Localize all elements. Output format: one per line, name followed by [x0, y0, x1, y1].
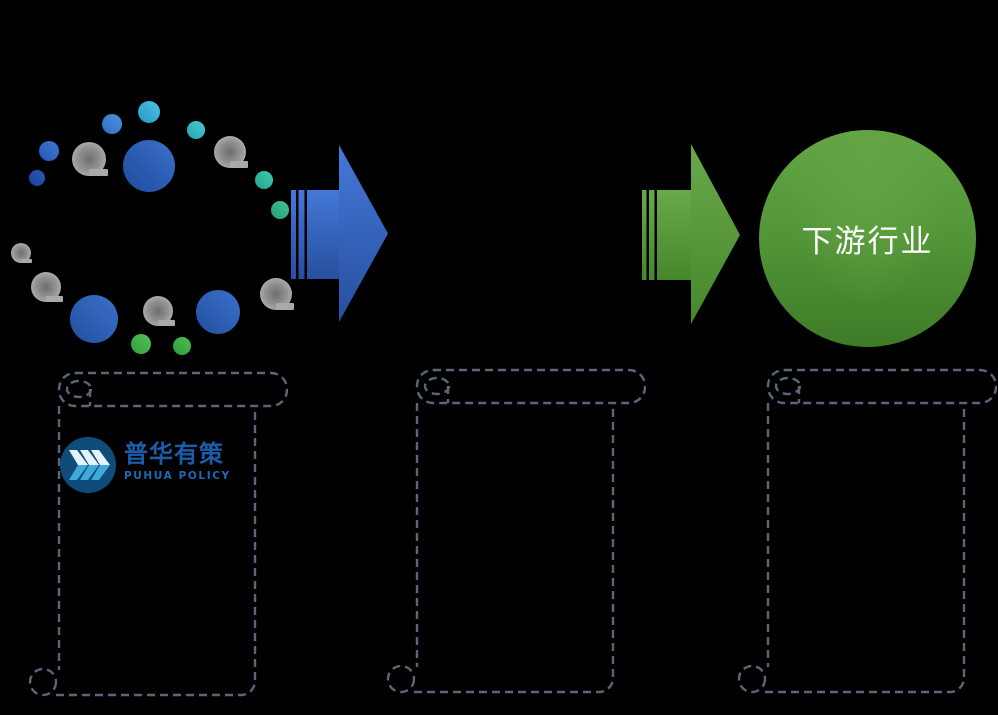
- speech-bubble-tail: [21, 258, 33, 263]
- speech-bubble-icon: [11, 243, 33, 263]
- bubble-circle: [123, 140, 175, 192]
- speech-bubble-icon: [260, 278, 294, 310]
- bubble-circle: [255, 171, 273, 189]
- bubble-circle: [196, 290, 240, 334]
- bubble-circle: [173, 337, 191, 355]
- bubble-circle: [138, 101, 160, 123]
- bubble-circle: [187, 121, 205, 139]
- puhua-logo-icon: [60, 437, 116, 493]
- scroll-placeholder-right: [737, 368, 997, 694]
- speech-bubble-tail: [46, 295, 63, 302]
- downstream-industry-label: 下游行业: [801, 224, 934, 260]
- blue-striped-arrow-icon: [291, 145, 388, 322]
- scroll-placeholder-left: [28, 371, 288, 697]
- scroll-placeholder-middle: [386, 368, 646, 694]
- logo-name-cn: 普华有策: [124, 440, 224, 468]
- bubble-circle: [271, 201, 289, 219]
- logo-name-en: PUHUA POLICY: [124, 470, 231, 483]
- speech-bubble-tail: [230, 161, 248, 168]
- speech-bubble-tail: [89, 168, 109, 176]
- bubble-circle: [29, 170, 45, 186]
- speech-bubble-tail: [158, 319, 175, 326]
- green-striped-arrow-icon: [642, 144, 740, 324]
- bubble-circle: [102, 114, 122, 134]
- downstream-industry-circle: 下游行业: [759, 130, 976, 347]
- speech-bubble-icon: [214, 136, 248, 168]
- bubble-circle: [39, 141, 59, 161]
- speech-bubble-tail: [276, 303, 294, 310]
- speech-bubble-icon: [31, 272, 63, 302]
- bubble-circle: [131, 334, 151, 354]
- speech-bubble-icon: [143, 296, 175, 326]
- bubble-circle: [70, 295, 118, 343]
- speech-bubble-icon: [72, 142, 109, 176]
- puhua-policy-logo: 普华有策 PUHUA POLICY: [60, 437, 231, 493]
